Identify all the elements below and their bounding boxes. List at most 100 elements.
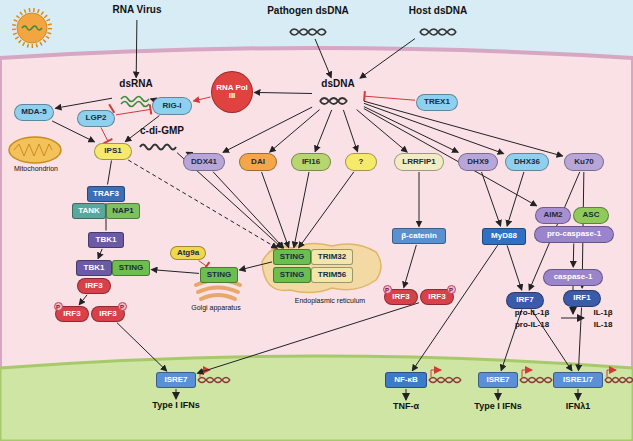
node-text: STING xyxy=(207,271,231,279)
connector-line xyxy=(299,172,354,248)
inhibition-connector xyxy=(101,127,113,143)
activation-connector xyxy=(186,152,187,153)
viral-rna xyxy=(22,26,42,30)
protein-node: ISRE7 xyxy=(156,372,196,388)
gene-dna xyxy=(429,378,461,383)
node-text: IRF3 xyxy=(85,282,102,290)
virus-spikes xyxy=(14,10,50,46)
connector-line xyxy=(364,101,563,156)
activation-connector xyxy=(239,262,272,270)
protein-node: Atg9a xyxy=(170,246,206,260)
caption-label: IL-1β xyxy=(583,309,623,318)
protein-node: LRRFIP1 xyxy=(394,153,444,171)
protein-node: TBK1 xyxy=(88,232,124,248)
protein-node: TANK xyxy=(72,203,106,219)
activation-connector xyxy=(360,39,415,79)
activation-connector xyxy=(117,323,167,371)
connector-line xyxy=(262,172,289,248)
connector-line xyxy=(531,309,572,370)
caption-label: IFNλ1 xyxy=(553,402,603,412)
activation-connector xyxy=(55,98,112,108)
protein-node: STING xyxy=(200,267,238,283)
node-text: TBK1 xyxy=(84,264,105,272)
gene-dna xyxy=(429,378,461,383)
protein-node: DDX41 xyxy=(183,153,225,171)
connector-line xyxy=(412,245,497,370)
connector-line xyxy=(98,249,102,259)
dna-helix xyxy=(420,29,456,35)
connector-line xyxy=(364,103,504,153)
connector-line xyxy=(177,153,282,248)
activation-connector xyxy=(531,309,572,370)
node-text: pro-caspase-1 xyxy=(547,230,601,238)
node-text: ISRE7 xyxy=(486,376,509,384)
protein-node: MDA-5 xyxy=(14,104,54,121)
node-text: MyD88 xyxy=(491,232,517,240)
connector-line xyxy=(117,323,167,371)
phospho-mark: P xyxy=(118,302,127,311)
node-text: c-di-GMP xyxy=(140,126,184,137)
connector-line xyxy=(199,261,207,267)
node-text: ISRE7 xyxy=(164,376,187,384)
node-text: caspase-1 xyxy=(554,273,593,281)
connector-line xyxy=(419,172,420,227)
gene-dna xyxy=(605,378,633,383)
node-text: Ku70 xyxy=(574,158,594,166)
molecule-label: c-di-GMP xyxy=(132,126,192,152)
node-text: IRF3 xyxy=(392,293,409,301)
activation-connector xyxy=(270,110,320,152)
connector-line xyxy=(507,245,522,290)
expression-arrow xyxy=(176,389,177,399)
gene-dna xyxy=(605,378,633,383)
connector-line xyxy=(578,307,581,370)
protein-node: Ku70 xyxy=(564,153,604,171)
protein-node: ASC xyxy=(573,207,609,224)
connector-line xyxy=(343,110,357,152)
protein-node: caspase-1 xyxy=(543,269,603,286)
gene-dna xyxy=(198,378,230,383)
node-text: LRRFIP1 xyxy=(402,158,435,166)
inhibition-bar xyxy=(363,91,366,101)
protein-node: ISRE7 xyxy=(478,372,518,388)
protein-node: STING xyxy=(273,267,311,283)
node-text: ASC xyxy=(583,211,600,219)
node-text: IRF3 xyxy=(63,310,80,318)
caption-label: pro-IL-1β xyxy=(504,309,560,318)
transcription-start xyxy=(607,370,616,377)
protein-node: DHX36 xyxy=(505,153,549,171)
node-text: RIG-I xyxy=(162,102,181,110)
caption-label: Endoplasmic reticulum xyxy=(275,297,385,305)
connector-line xyxy=(55,98,112,108)
activation-connector xyxy=(573,243,575,267)
protein-node: IRF7 xyxy=(506,292,544,309)
protein-node: STING xyxy=(273,249,311,265)
protein-node: NF-κB xyxy=(385,372,427,388)
node-text: TREX1 xyxy=(424,98,450,106)
activation-connector xyxy=(343,110,357,152)
gene-dna xyxy=(520,378,552,383)
cdg-molecule xyxy=(140,145,176,150)
molecule-label: Pathogen dsDNA xyxy=(258,6,358,38)
protein-node: pro-caspase-1 xyxy=(534,226,614,243)
activation-connector xyxy=(364,101,563,156)
connector-line xyxy=(186,152,187,153)
activation-connector xyxy=(79,295,87,305)
connector-line xyxy=(315,110,332,152)
activation-connector xyxy=(507,245,522,290)
caption-label: TNF-α xyxy=(381,402,431,412)
node-text: NAP1 xyxy=(112,207,133,215)
expression-arrow xyxy=(406,389,407,400)
protein-node: AIM2 xyxy=(535,207,571,224)
connector-line xyxy=(197,303,419,373)
protein-node: IPS1 xyxy=(94,143,132,160)
cristae xyxy=(14,144,52,156)
activation-connector xyxy=(151,270,199,274)
virus-particle xyxy=(17,13,47,43)
transcription-start xyxy=(431,370,441,377)
connector-line xyxy=(128,160,277,248)
activation-connector xyxy=(501,309,522,370)
connector-line xyxy=(270,110,320,152)
node-text: IRF3 xyxy=(99,310,116,318)
node-text: IFI16 xyxy=(302,158,320,166)
